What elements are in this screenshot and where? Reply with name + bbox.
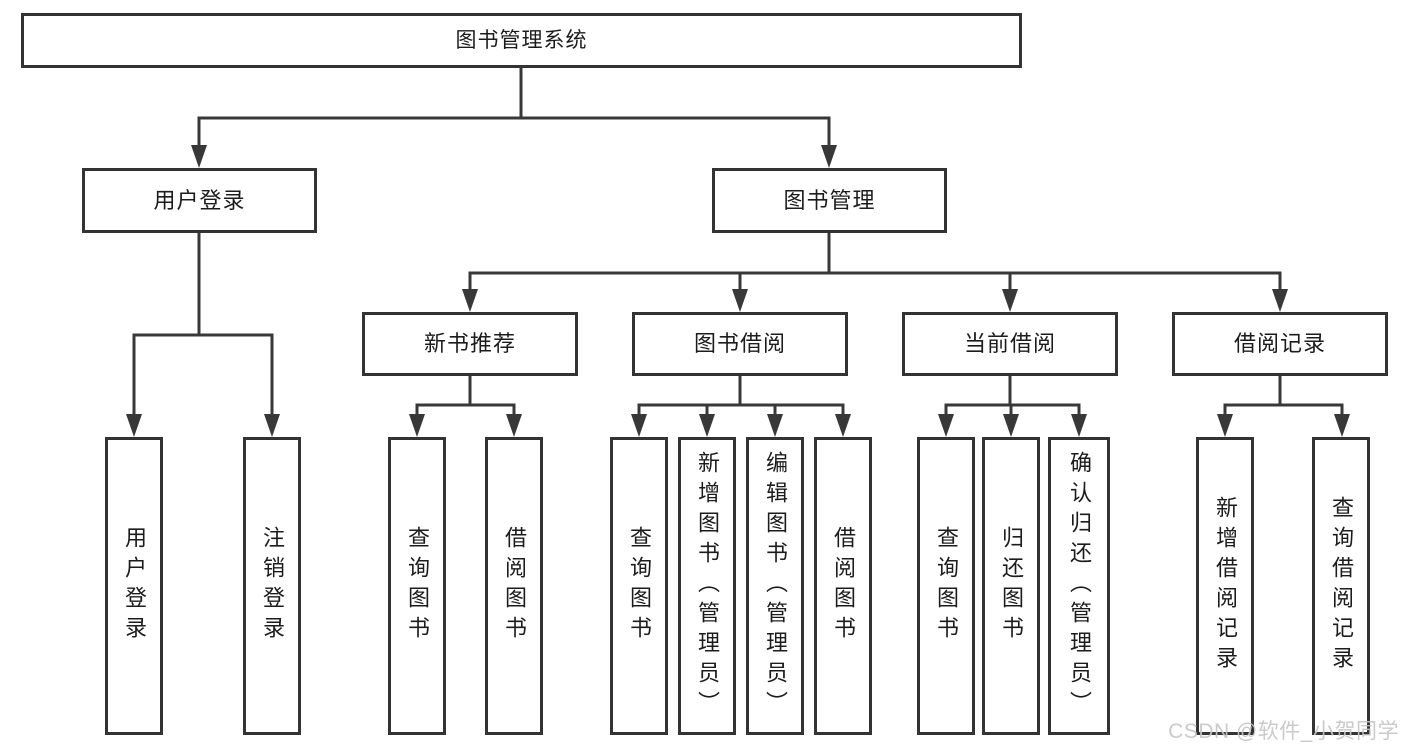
arrowheads-userlogin-leaves (126, 414, 280, 437)
leaf-query-books-recommend-label: 查询图书 (405, 526, 430, 646)
leaf-query-books-borrow-label: 查询图书 (627, 526, 652, 646)
leaf-borrow-books: 借阅图书 (814, 437, 872, 735)
leaf-user-login: 用户登录 (105, 437, 163, 735)
arrowheads-level3 (462, 289, 1288, 312)
connector-newbookrec-to-leaves (415, 374, 516, 419)
connector-borrowrecord-to-leaves (1223, 374, 1344, 419)
node-book-management-label: 图书管理 (783, 187, 876, 213)
leaf-query-books-current-label: 查询图书 (934, 526, 959, 646)
leaf-confirm-return-admin: 确认归还（管理员） (1048, 437, 1110, 735)
node-new-book-recommend-label: 新书推荐 (423, 331, 516, 356)
leaf-add-books-admin-label: 新增图书（管理员） (695, 451, 720, 721)
leaf-return-books-label: 归还图书 (999, 526, 1024, 646)
node-library-system-label: 图书管理系统 (455, 29, 588, 52)
arrowheads-newbookrec-leaves (409, 414, 522, 437)
leaf-query-books-recommend: 查询图书 (388, 437, 446, 735)
leaf-logout-label: 注销登录 (260, 526, 285, 646)
node-borrow-record: 借阅记录 (1172, 312, 1388, 376)
leaf-borrow-books-recommend: 借阅图书 (485, 437, 543, 735)
node-user-login-label: 用户登录 (153, 187, 246, 213)
leaf-add-books-admin: 新增图书（管理员） (678, 437, 736, 735)
leaf-confirm-return-admin-label: 确认归还（管理员） (1067, 451, 1092, 721)
csdn-watermark: CSDN @软件_小贺同学 (1168, 720, 1399, 743)
node-book-management: 图书管理 (712, 168, 947, 233)
node-current-borrow: 当前借阅 (902, 312, 1118, 376)
leaf-query-borrow-record: 查询借阅记录 (1312, 437, 1370, 735)
node-library-system: 图书管理系统 (21, 13, 1022, 68)
leaf-borrow-books-recommend-label: 借阅图书 (502, 526, 527, 646)
leaf-edit-books-admin-label: 编辑图书（管理员） (763, 451, 788, 721)
leaf-add-borrow-record: 新增借阅记录 (1196, 437, 1254, 735)
leaf-add-borrow-record-label: 新增借阅记录 (1213, 496, 1238, 676)
arrowheads-currentborrow-leaves (938, 414, 1087, 437)
connector-userlogin-to-leaves (132, 231, 274, 419)
node-current-borrow-label: 当前借阅 (963, 331, 1056, 356)
node-book-borrow-label: 图书借阅 (693, 331, 786, 356)
leaf-query-books-borrow: 查询图书 (610, 437, 668, 735)
node-book-borrow: 图书借阅 (632, 312, 848, 376)
leaf-return-books: 归还图书 (982, 437, 1040, 735)
arrowheads-level2 (191, 145, 837, 168)
connector-currentborrow-to-leaves (944, 374, 1081, 419)
leaf-query-books-current: 查询图书 (917, 437, 975, 735)
leaf-borrow-books-label: 借阅图书 (831, 526, 856, 646)
connector-root-to-level2 (197, 66, 831, 150)
connector-bookborrow-to-leaves (637, 374, 845, 419)
leaf-user-login-label: 用户登录 (122, 526, 147, 646)
leaf-edit-books-admin: 编辑图书（管理员） (746, 437, 804, 735)
node-borrow-record-label: 借阅记录 (1233, 331, 1326, 356)
node-new-book-recommend: 新书推荐 (362, 312, 578, 376)
node-user-login: 用户登录 (82, 168, 317, 233)
leaf-logout: 注销登录 (243, 437, 301, 735)
arrowheads-bookborrow-leaves (631, 414, 851, 437)
leaf-query-borrow-record-label: 查询借阅记录 (1329, 496, 1354, 676)
arrowheads-borrowrecord-leaves (1217, 414, 1350, 437)
connector-bookmgmt-to-level3 (468, 231, 1282, 294)
